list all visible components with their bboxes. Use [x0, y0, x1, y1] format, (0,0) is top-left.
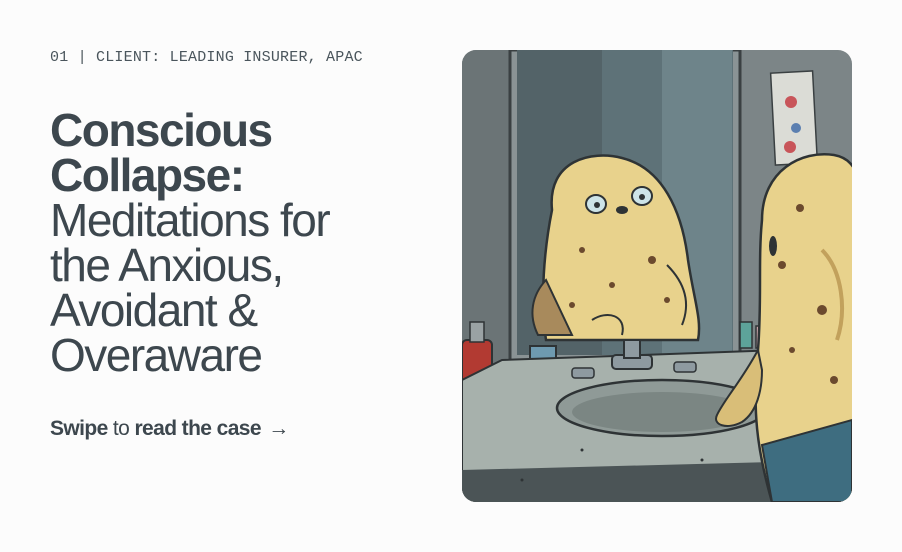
- title-line-2: Collapse:: [50, 149, 245, 201]
- title-line-4: the Anxious,: [50, 239, 284, 291]
- case-title: Conscious Collapse: Meditations for the …: [50, 104, 430, 381]
- hero-illustration: [462, 50, 852, 502]
- title-line-6: Overaware: [50, 329, 263, 381]
- reflected-potato: [531, 154, 701, 342]
- bathroom-mirror-scene: [462, 50, 852, 502]
- foreground-potato: [715, 153, 852, 502]
- title-line-1: Conscious: [50, 104, 273, 156]
- title-line-5: Avoidant &: [50, 284, 258, 336]
- faucet: [571, 339, 697, 379]
- cta-swipe: Swipe: [50, 417, 108, 440]
- wall-poster: [769, 70, 819, 166]
- cta-to: to: [107, 417, 135, 440]
- arrow-right-icon: →: [268, 417, 289, 440]
- client-eyebrow: 01 | CLIENT: LEADING INSURER, APAC: [50, 49, 363, 66]
- swipe-cta-link[interactable]: Swipe to read the case →: [50, 417, 289, 441]
- cta-read-case: read the case: [134, 417, 261, 440]
- title-line-3: Meditations for: [50, 194, 331, 246]
